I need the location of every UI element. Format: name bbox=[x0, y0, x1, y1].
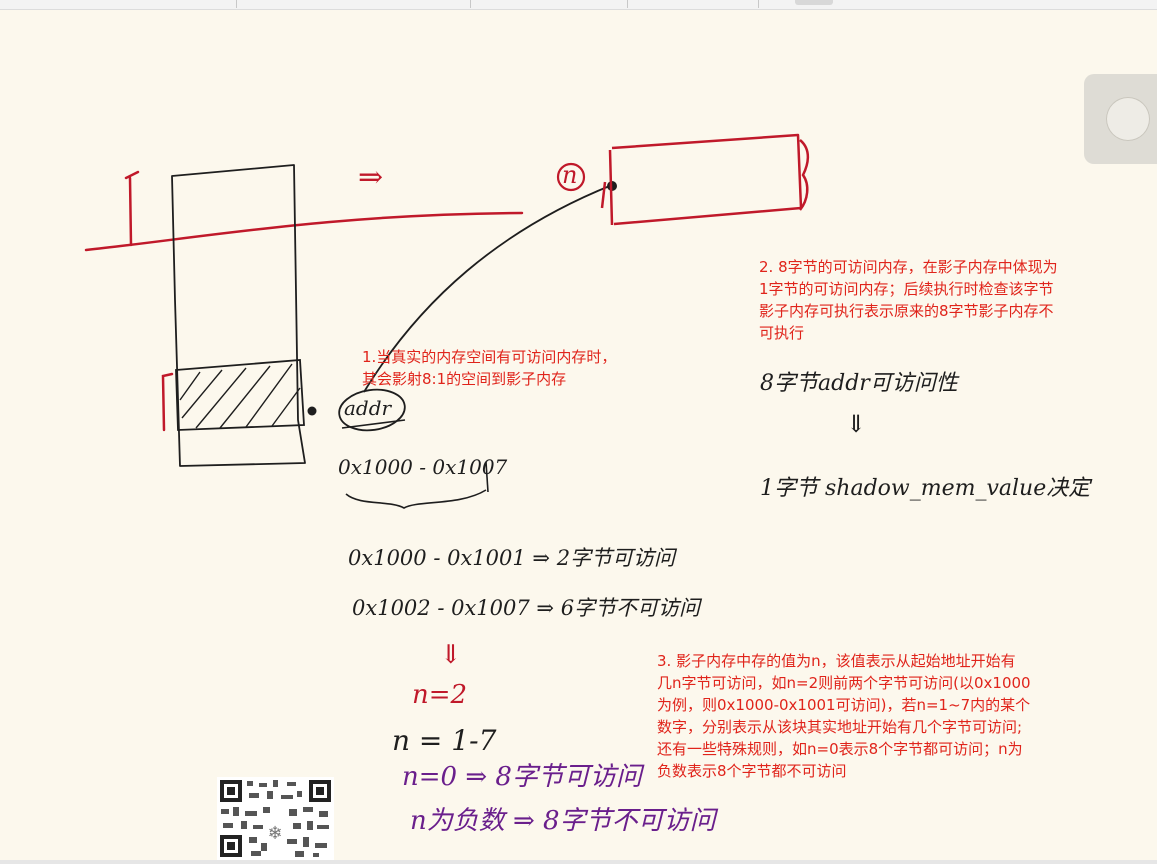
floating-control-panel[interactable] bbox=[1084, 74, 1157, 164]
down-arrow-right: ⇓ bbox=[846, 410, 867, 438]
control-knob[interactable] bbox=[1106, 97, 1150, 141]
range-inaccessible-label: 0x1002 - 0x1007 ⇒ 6字节不可访问 bbox=[352, 596, 701, 620]
qr-code: ❄ bbox=[217, 777, 334, 860]
n-range-label: n = 1-7 bbox=[392, 724, 497, 757]
memory-column bbox=[171, 164, 306, 467]
eight-byte-addr-label: 8字节addr可访问性 bbox=[760, 371, 958, 396]
toolbar-divider bbox=[470, 0, 471, 8]
bottom-edge-strip bbox=[0, 860, 1157, 864]
toolbar-divider bbox=[758, 0, 759, 8]
shadow-memory-box bbox=[608, 133, 803, 226]
annotation-note-1: 1.当真实的内存空间有可访问内存时， 其会影射8:1的空间到影子内存 bbox=[362, 348, 617, 388]
down-arrow-left: ⇓ bbox=[440, 640, 462, 670]
one-byte-shadow-label: 1字节 shadow_mem_value决定 bbox=[760, 476, 1091, 501]
top-toolbar-strip bbox=[0, 0, 1157, 10]
toolbar-divider bbox=[236, 0, 237, 8]
n-equals-2-label: n=2 bbox=[412, 680, 468, 710]
toolbar-divider bbox=[627, 0, 628, 8]
hatched-bracket bbox=[161, 372, 174, 432]
mapping-arrow bbox=[363, 184, 613, 393]
toolbar-tab-handle[interactable] bbox=[795, 0, 833, 5]
svg-text:❄: ❄ bbox=[267, 823, 282, 844]
annotation-note-2: 2. 8字节的可访问内存，在影子内存中体现为 1字节的可访问内存；后续执行时检查… bbox=[759, 258, 1058, 342]
n-negative-rule: n为负数 ⇒ 8字节不可访问 bbox=[410, 806, 716, 836]
annotation-note-3: 3. 影子内存中存的值为n，该值表示从起始地址开始有 几n字节可访问，如n=2则… bbox=[657, 652, 1031, 780]
arrow-right-symbol: ⇒ bbox=[358, 160, 384, 195]
addr-label: addr bbox=[344, 396, 392, 420]
range-label: 0x1000 - 0x1007 bbox=[338, 455, 508, 479]
n-circle bbox=[556, 162, 586, 192]
left-brace bbox=[124, 170, 140, 247]
memory-baseline bbox=[84, 211, 524, 252]
addr-dot bbox=[307, 406, 317, 416]
range-underbrace bbox=[345, 489, 487, 509]
hatched-region bbox=[175, 359, 305, 431]
shadow-tick bbox=[600, 181, 607, 209]
qr-center-logo bbox=[263, 820, 287, 844]
n-zero-rule: n=0 ⇒ 8字节可访问 bbox=[402, 762, 642, 792]
addr-ellipse bbox=[338, 388, 406, 432]
range-accessible-label: 0x1000 - 0x1001 ⇒ 2字节可访问 bbox=[348, 546, 676, 570]
shadow-brace bbox=[798, 139, 810, 211]
n-label: n bbox=[562, 161, 578, 189]
